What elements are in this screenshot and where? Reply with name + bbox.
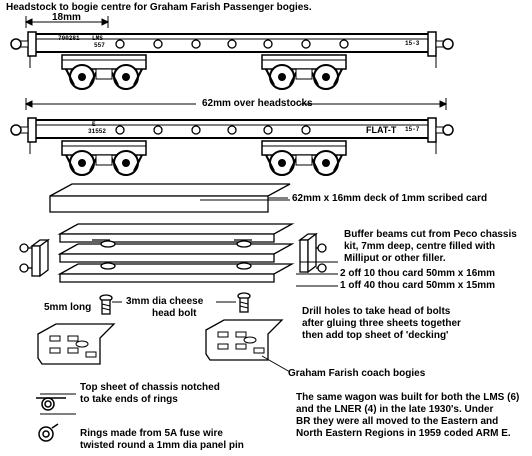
card-40thou-callout: 1 off 40 thou card 50mm x 15mm <box>340 280 496 291</box>
bogies-callout: Graham Farish coach bogies <box>288 368 426 379</box>
drill-callout-2: after gluing three sheets together <box>302 318 461 329</box>
history-line-3: BR they were all moved to the Eastern an… <box>296 416 499 427</box>
buffer-beam-right <box>298 232 327 274</box>
wagon-side-lms <box>10 31 454 90</box>
ring-fusewire <box>38 423 59 442</box>
deck-sheet <box>49 183 291 213</box>
wagon-number-top: 700281 <box>58 35 80 42</box>
wagon-mark-bottom: E <box>92 121 96 128</box>
bogie-plate-left <box>37 323 115 365</box>
history-line-4: North Eastern Regions in 1959 coded ARM … <box>296 428 511 439</box>
bolt-desc-1: 3mm dia cheese <box>126 296 204 307</box>
card-10thou-callout: 2 off 10 thou card 50mm x 16mm <box>340 268 496 279</box>
drill-callout-1: Drill holes to take head of bolts <box>302 306 451 317</box>
bolt-length-label: 5mm long <box>44 302 92 313</box>
dim-18mm <box>24 16 110 28</box>
bolt-desc-2: head bolt <box>152 308 197 319</box>
wagon-flat-label: FLAT-T <box>366 125 397 135</box>
wagon-side-flat <box>10 117 454 176</box>
notched-callout-2: to take ends of rings <box>80 394 178 405</box>
wagon-code-bottom: 15-7 <box>405 126 420 133</box>
buffer-beam-left <box>19 238 50 278</box>
bolt-left <box>99 294 113 315</box>
history-line-1: The same wagon was built for both the LM… <box>296 392 520 403</box>
bogie-plate-right <box>205 319 283 361</box>
deck-callout: 62mm x 16mm deck of 1mm scribed card <box>292 193 488 204</box>
history-line-2: and the LNER (4) in the late 1930's. Und… <box>296 404 494 415</box>
wagon-mark-top: LMS <box>92 35 103 42</box>
wagon-code-top: 15-3 <box>405 40 420 47</box>
ring-notched <box>36 397 66 411</box>
wagon-mark-num-top: 557 <box>94 42 105 49</box>
buffer-callout-2: kit, 7mm deep, centre filled with <box>344 241 496 252</box>
buffer-callout-3: Milliput or other filler. <box>344 253 446 264</box>
chassis-sheets <box>57 223 295 283</box>
rings-callout-2: twisted round a 1mm dia panel pin <box>80 440 244 451</box>
top-caption: Headstock to bogie centre for Graham Far… <box>6 2 312 13</box>
buffer-callout-1: Buffer beams cut from Peco chassis <box>344 229 517 240</box>
wagon-number-bottom: 31552 <box>88 128 107 135</box>
drill-callout-3: then add top sheet of 'decking' <box>302 330 449 341</box>
dim-62mm <box>24 98 448 110</box>
notched-callout-1: Top sheet of chassis notched <box>80 382 220 393</box>
bolt-right <box>237 292 251 313</box>
rings-callout-1: Rings made from 5A fuse wire <box>80 428 223 439</box>
dim-62-label: 62mm over headstocks <box>202 98 313 109</box>
dim-18-label: 18mm <box>52 12 81 23</box>
